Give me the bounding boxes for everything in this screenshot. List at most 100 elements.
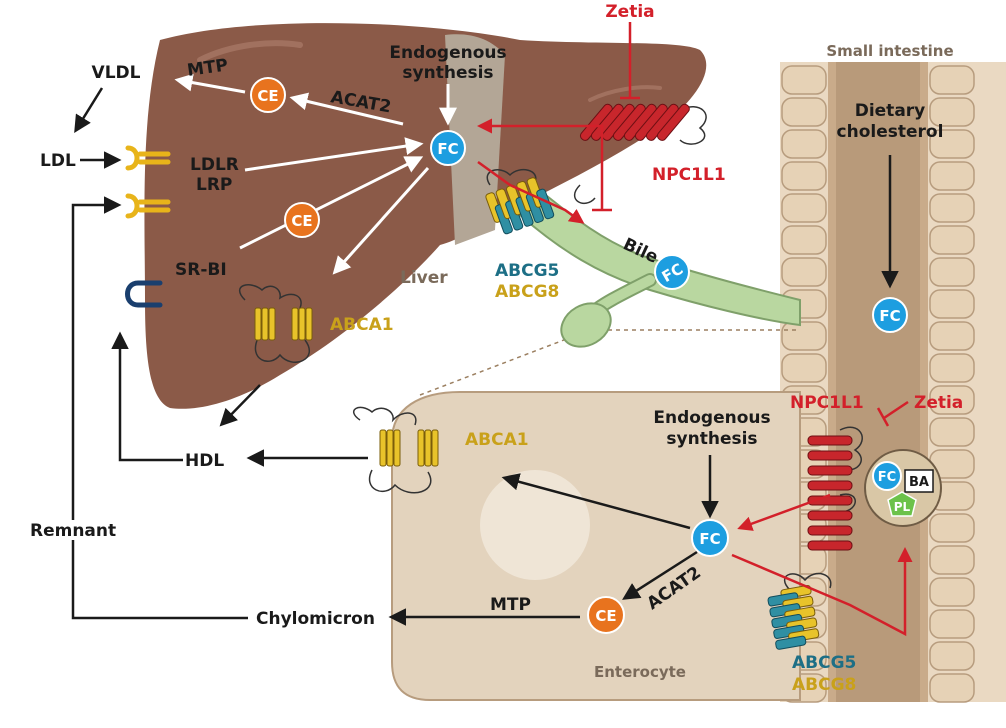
ldl-receptor-1 (125, 145, 171, 171)
npc1l1-helix (807, 480, 853, 491)
small-intestine (780, 62, 1006, 703)
abca1-enterocyte-transporter: ABCA1 (353, 406, 529, 494)
micelle: FC BA PL (864, 449, 942, 527)
villus-cell (929, 257, 975, 287)
villus-cell (929, 577, 975, 607)
ce-enterocyte: CE (587, 596, 625, 634)
transmembrane-helix (393, 429, 401, 467)
zetia-top-label: Zetia (605, 2, 654, 22)
ldl-receptor-2 (125, 193, 171, 219)
remnant-label: Remnant (30, 521, 116, 541)
villus-cell (781, 97, 827, 127)
npc1l1-helix (807, 510, 853, 521)
transmembrane-helix (417, 429, 425, 467)
chylomicron-label: Chylomicron (256, 609, 375, 629)
transmembrane-helix (261, 307, 269, 341)
enterocyte-cell (391, 329, 801, 701)
fc-enterocyte: FC (691, 519, 729, 557)
villus-cell (929, 225, 975, 255)
villus-cell (781, 353, 827, 383)
mtp-enterocyte-label: MTP (490, 595, 531, 615)
liver (144, 23, 707, 409)
fc-liver: FC (430, 130, 466, 166)
small-intestine-label: Small intestine (826, 42, 953, 60)
abcg5-8-enterocyte-transporter: ABCG5 ABCG8 (767, 572, 856, 695)
villus-cell (929, 513, 975, 543)
npc1l1-enterocyte-label: NPC1L1 (790, 393, 864, 413)
liver-flux-arrows (174, 73, 430, 275)
ce-liver-mid: CE (284, 202, 320, 238)
abcg5-enterocyte-label: ABCG5 (792, 653, 856, 673)
villus-cell (781, 257, 827, 287)
npc1l1-helix (807, 450, 853, 461)
villus-cell (781, 225, 827, 255)
abca1-enterocyte-label: ABCA1 (465, 430, 529, 450)
villus-cell (929, 385, 975, 415)
transmembrane-helix (298, 307, 306, 341)
abcg5-helix (775, 635, 807, 650)
fc-bile: FC (654, 254, 690, 290)
outer-pathway-arrows (71, 87, 899, 626)
npc1l1-helix (807, 465, 853, 476)
villus-cell (929, 161, 975, 191)
npc1l1-helix (656, 103, 690, 141)
villus-cell (929, 353, 975, 383)
transmembrane-helix (291, 307, 299, 341)
zetia-bottom-label: Zetia (914, 393, 963, 413)
villus-cell (781, 321, 827, 351)
fc-lumen: FC (872, 297, 908, 333)
endogenous-liver-line2: synthesis (402, 63, 493, 83)
villus-cell (929, 193, 975, 223)
ldl-label: LDL (40, 151, 76, 171)
svg-text:CE: CE (291, 212, 312, 230)
villus-cell (929, 609, 975, 639)
transmembrane-helix (424, 429, 432, 467)
srbi-receptor (125, 280, 163, 308)
hdl-label: HDL (185, 451, 224, 471)
svg-text:CE: CE (595, 607, 616, 625)
villus-cell (929, 321, 975, 351)
abcg8-liver-label: ABCG8 (495, 282, 559, 302)
micelle-fc: FC (878, 470, 896, 485)
villus-cell (929, 673, 975, 703)
villus-cell (929, 545, 975, 575)
endogenous-ent-line2: synthesis (666, 429, 757, 449)
liver-labels: MTP ACAT2 LDLR LRP SR-BI Liver (175, 55, 448, 288)
transmembrane-helix (431, 429, 439, 467)
npc1l1-helix (807, 435, 853, 446)
villus-cell (781, 161, 827, 191)
svg-text:FC: FC (699, 530, 720, 548)
ce-liver-top: CE (250, 77, 286, 113)
red-pathway-arrows (477, 22, 913, 637)
villus-cell (781, 193, 827, 223)
villus-cell (781, 65, 827, 95)
dietary-line2: cholesterol (837, 122, 944, 142)
transmembrane-helix (386, 429, 394, 467)
endogenous-ent-line1: Endogenous (653, 408, 770, 428)
transmembrane-helix (254, 307, 262, 341)
villus-cell (929, 289, 975, 319)
npc1l1-helix (807, 525, 853, 536)
abca1-liver-label: ABCA1 (330, 315, 394, 335)
dietary-line1: Dietary (855, 101, 926, 121)
transmembrane-helix (379, 429, 387, 467)
abca1-liver-transporter: ABCA1 (238, 284, 394, 363)
abcg5-liver-label: ABCG5 (495, 261, 559, 281)
abcg-helix-stack (767, 584, 820, 650)
lrp-label: LRP (196, 175, 232, 195)
abcg8-enterocyte-label: ABCG8 (792, 675, 856, 695)
ldlr-label: LDLR (190, 155, 239, 175)
villus-cell (929, 65, 975, 95)
micelle-ba: BA (909, 475, 929, 490)
npc1l1-liver-transporter: NPC1L1 (573, 103, 726, 204)
vldl-label: VLDL (92, 63, 141, 83)
enterocyte-label: Enterocyte (594, 663, 686, 681)
villus-cell (929, 97, 975, 127)
villus-cell (781, 129, 827, 159)
transmembrane-helix (305, 307, 313, 341)
micelle-pl: PL (894, 500, 911, 514)
villus-cell (929, 129, 975, 159)
srbi-label: SR-BI (175, 260, 227, 280)
npc1l1-liver-label: NPC1L1 (652, 165, 726, 185)
